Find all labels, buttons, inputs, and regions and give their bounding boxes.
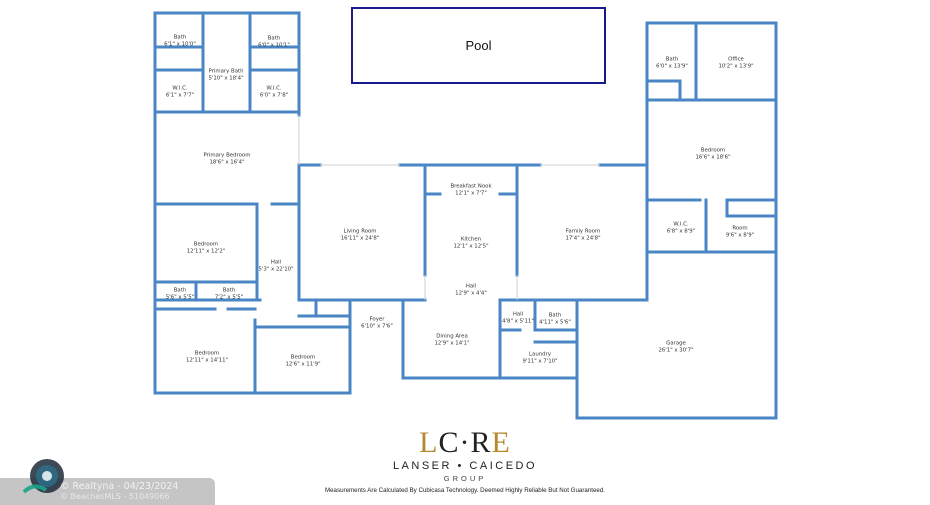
room-label: W.I.C.6'8" x 8'9" bbox=[666, 221, 696, 234]
disclaimer: Measurements Are Calculated By Cubicasa … bbox=[324, 487, 606, 494]
pool: Pool bbox=[351, 7, 606, 84]
watermark-line-2: © BeachesMLS - 51049066 bbox=[60, 492, 170, 501]
company-logo: LC·RE bbox=[419, 426, 511, 459]
room-label: W.I.C.6'1" x 7'7" bbox=[165, 85, 195, 98]
walls bbox=[153, 11, 778, 420]
pool-label: Pool bbox=[465, 38, 492, 53]
company-name: LANSER • CAICEDO bbox=[392, 460, 538, 472]
room-label: W.I.C.6'0" x 7'8" bbox=[259, 85, 289, 98]
company-group: GROUP bbox=[443, 474, 487, 483]
globe-icon bbox=[22, 459, 64, 494]
doors bbox=[298, 115, 600, 300]
watermark-line-1: © Realtyna - 04/23/2024 bbox=[60, 481, 179, 492]
